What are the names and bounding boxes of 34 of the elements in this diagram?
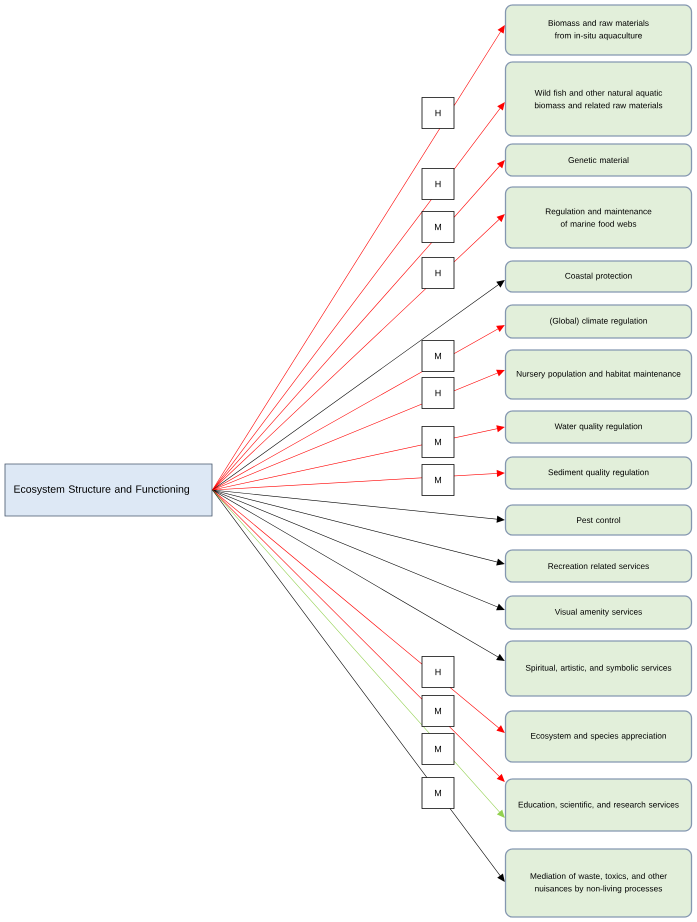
edge-label: M (422, 211, 454, 243)
arrow (212, 490, 505, 733)
edge-label: H (422, 97, 454, 129)
service-box: Wild fish and other natural aquatic biomass and related raw materials (504, 61, 692, 137)
arrow (212, 490, 505, 882)
service-box: Education, scientific, and research services (504, 778, 692, 832)
arrow (212, 280, 505, 490)
edge-label: M (422, 695, 454, 727)
edge-label: H (422, 257, 454, 289)
service-box: Coastal protection (504, 260, 692, 293)
edge-label: M (422, 426, 454, 458)
service-box: Water quality regulation (504, 410, 692, 444)
service-box: Nursery population and habitat maintenance (504, 349, 692, 400)
source-box: Ecosystem Structure and Functioning (4, 464, 212, 516)
service-box: Biomass and raw materials from in-situ aquaculture (504, 4, 692, 56)
service-box: (Global) climate regulation (504, 304, 692, 339)
arrow (212, 214, 505, 490)
edge-label: M (422, 464, 454, 496)
service-box: Mediation of waste, toxics, and other nuisances by non-living processes (504, 848, 692, 918)
service-box: Regulation and maintenance of marine food webs (504, 186, 692, 249)
edge-label: M (422, 733, 454, 765)
edge-label: H (422, 377, 454, 409)
edge-label: H (422, 168, 454, 200)
service-box: Recreation related services (504, 549, 692, 583)
service-box: Visual amenity services (504, 595, 692, 630)
arrow (212, 25, 505, 490)
service-box: Pest control (504, 504, 692, 536)
service-box: Ecosystem and species appreciation (504, 710, 692, 763)
service-box: Sediment quality regulation (504, 456, 692, 490)
service-box: Genetic material (504, 143, 692, 177)
edge-label: M (422, 340, 454, 372)
service-box: Spiritual, artistic, and symbolic services (504, 640, 692, 697)
edge-label: M (422, 777, 454, 809)
edge-label: H (422, 656, 454, 688)
